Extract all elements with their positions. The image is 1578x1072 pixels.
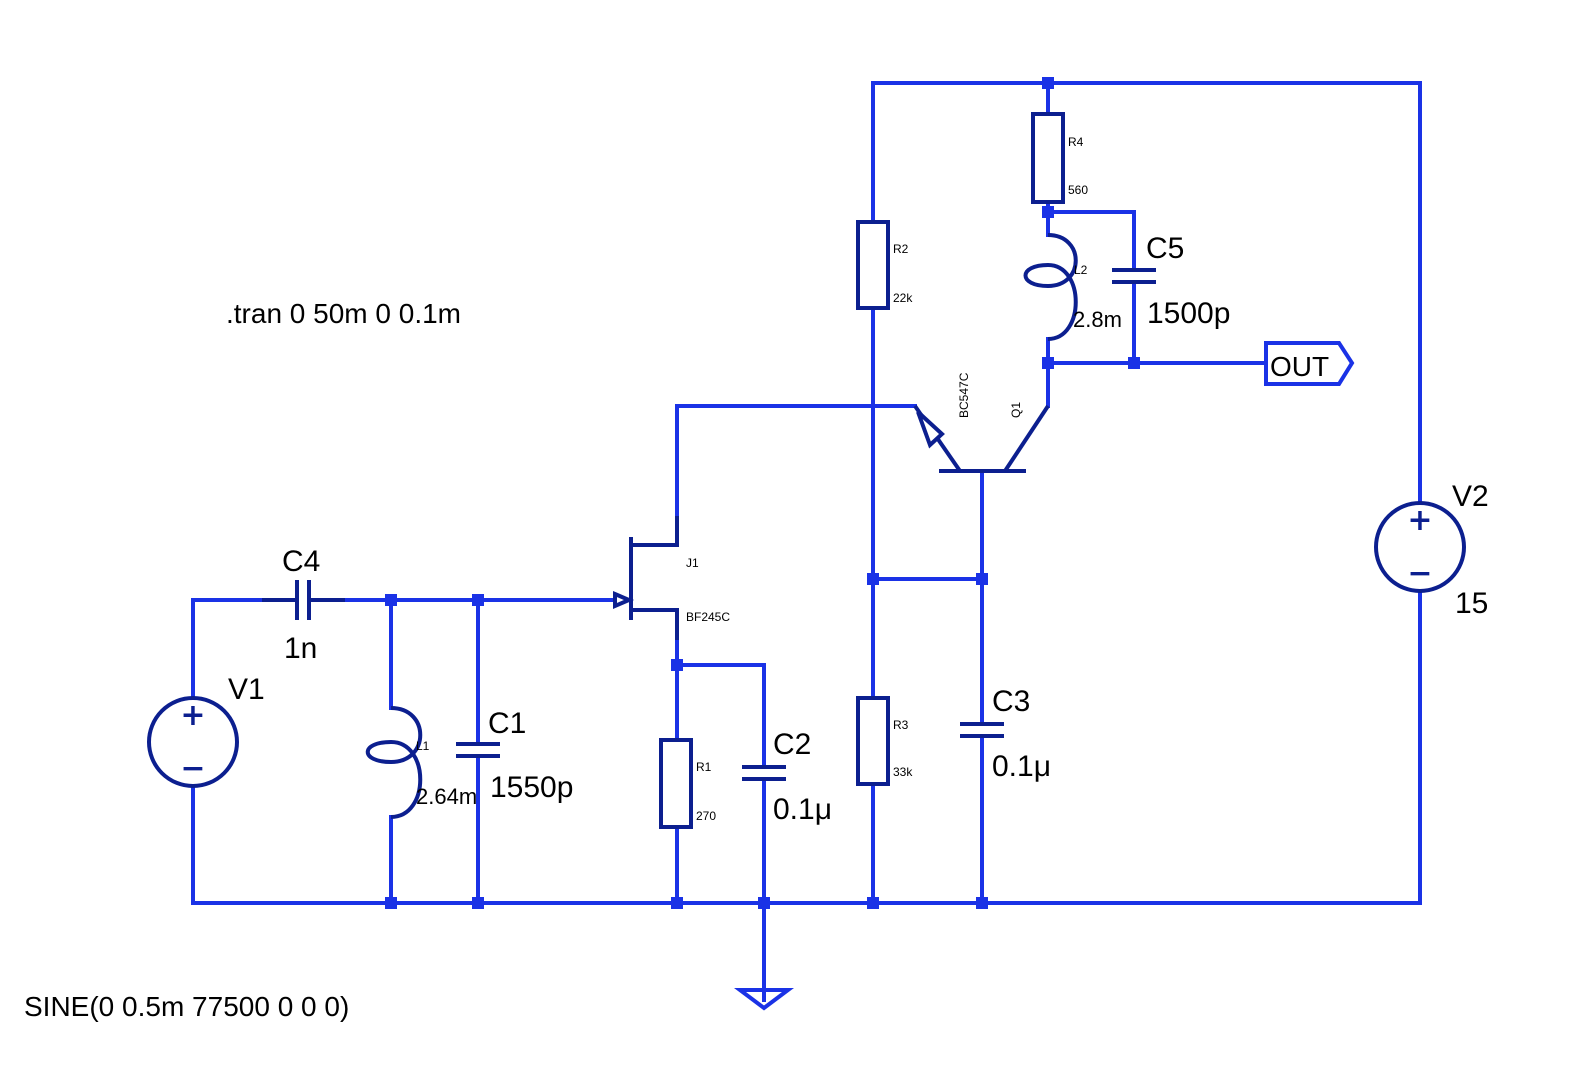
j1-model: BF245C <box>686 610 730 624</box>
resistor-r2[interactable]: R2 22k <box>856 220 913 310</box>
ground-symbol <box>734 988 794 1011</box>
r2-value: 22k <box>893 291 913 305</box>
c4-symbol <box>262 580 345 620</box>
capacitor-c5[interactable]: C5 1500p <box>1112 232 1230 330</box>
junction <box>472 897 484 909</box>
r3-label: R3 <box>893 718 909 732</box>
v1-label: V1 <box>228 673 265 706</box>
capacitor-c2[interactable]: C2 0.1μ <box>742 728 832 826</box>
voltage-source-v2[interactable]: + − V2 15 <box>1374 480 1489 620</box>
r3-value: 33k <box>893 765 913 779</box>
junctions <box>385 77 1140 909</box>
c3-value: 0.1μ <box>992 750 1051 783</box>
c4-label: C4 <box>282 545 320 578</box>
r1-symbol <box>659 738 693 829</box>
tran-directive[interactable]: .tran 0 50m 0 0.1m <box>226 298 461 329</box>
c3-symbol <box>960 722 1004 738</box>
r2-symbol <box>856 220 890 310</box>
v1-minus-sign: − <box>180 751 205 786</box>
junction <box>671 897 683 909</box>
q1-model: BC547C <box>957 372 971 418</box>
voltage-source-v1[interactable]: + − V1 <box>147 673 265 788</box>
l1-symbol <box>365 706 423 819</box>
r2-label: R2 <box>893 242 909 256</box>
resistor-r4[interactable]: R4 560 <box>1031 112 1088 204</box>
r4-symbol <box>1031 112 1065 204</box>
out-port-label: OUT <box>1270 351 1329 382</box>
q1-label: Q1 <box>1009 402 1023 418</box>
j1-drain <box>631 516 679 547</box>
c1-symbol <box>456 742 500 758</box>
jfet-j1[interactable]: J1 BF245C <box>613 516 730 640</box>
junction <box>1042 206 1054 218</box>
v2-label: V2 <box>1452 480 1489 513</box>
j1-label: J1 <box>686 556 699 570</box>
junction <box>976 897 988 909</box>
c5-symbol <box>1112 268 1156 284</box>
resistor-r3[interactable]: R3 33k <box>856 696 913 786</box>
l1-label: L1 <box>416 739 430 753</box>
l2-symbol <box>1023 233 1078 341</box>
out-port-flag <box>1264 341 1355 386</box>
junction <box>472 594 484 606</box>
v2-plus-sign: + <box>1407 503 1432 538</box>
v2-value: 15 <box>1455 587 1488 620</box>
c2-value: 0.1μ <box>773 793 832 826</box>
c2-label: C2 <box>773 728 811 761</box>
v2-symbol <box>1374 501 1466 593</box>
q1-collector <box>1003 404 1050 473</box>
l1-value: 2.64m <box>416 784 477 809</box>
junction <box>1128 357 1140 369</box>
sine-directive[interactable]: SINE(0 0.5m 77500 0 0 0) <box>24 991 349 1022</box>
junction <box>385 897 397 909</box>
j1-source <box>631 608 679 640</box>
wire-r4-c5 <box>1046 210 1136 272</box>
c3-label: C3 <box>992 685 1030 718</box>
capacitor-c1[interactable]: C1 1550p <box>456 707 573 804</box>
junction <box>976 573 988 585</box>
c5-label: C5 <box>1146 232 1184 265</box>
junction <box>867 573 879 585</box>
junction <box>1042 357 1054 369</box>
capacitor-c4[interactable]: C4 1n <box>262 545 345 665</box>
r3-symbol <box>856 696 890 786</box>
junction <box>385 594 397 606</box>
transistor-q1[interactable]: BC547C Q1 <box>913 372 1050 473</box>
junction <box>1042 77 1054 89</box>
junction <box>671 659 683 671</box>
wire-v1-top <box>191 598 264 699</box>
l2-label: L2 <box>1074 263 1088 277</box>
v2-minus-sign: − <box>1407 556 1432 591</box>
c2-symbol <box>742 765 786 781</box>
r4-value: 560 <box>1068 183 1088 197</box>
r4-label: R4 <box>1068 135 1084 149</box>
c1-value: 1550p <box>490 771 573 804</box>
resistor-r1[interactable]: R1 270 <box>659 738 716 829</box>
ground-icon <box>734 988 794 1011</box>
inductor-l2[interactable]: L2 2.8m <box>1023 233 1122 341</box>
j1-gate-arrow <box>613 590 635 610</box>
r1-label: R1 <box>696 760 712 774</box>
capacitor-c3[interactable]: C3 0.1μ <box>960 685 1051 783</box>
wires <box>191 81 1422 1002</box>
l2-value: 2.8m <box>1073 307 1122 332</box>
output-port[interactable]: OUT <box>1264 341 1355 386</box>
c5-value: 1500p <box>1147 297 1230 330</box>
junction <box>758 897 770 909</box>
c1-label: C1 <box>488 707 526 740</box>
wire-drain-to-emitter <box>675 404 917 518</box>
r1-value: 270 <box>696 809 716 823</box>
v1-plus-sign: + <box>180 698 205 733</box>
c4-value: 1n <box>284 632 317 665</box>
junction <box>867 897 879 909</box>
wire-source-c2 <box>675 663 766 769</box>
q1-emitter-arrow <box>916 410 945 449</box>
v1-symbol <box>147 696 239 788</box>
inductor-l1[interactable]: L1 2.64m <box>365 706 477 819</box>
